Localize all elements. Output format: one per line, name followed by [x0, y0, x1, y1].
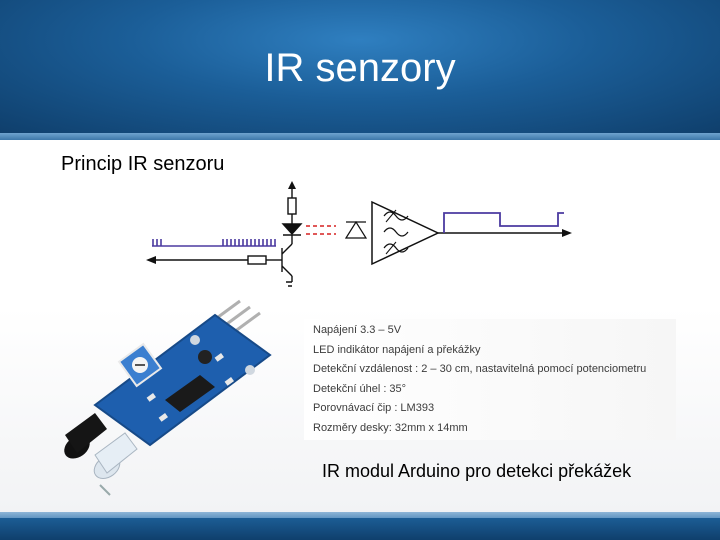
photodiode-icon	[344, 220, 368, 239]
transistor-symbol	[281, 243, 293, 287]
base-drive	[146, 255, 282, 265]
ir-led-emitter-icon	[64, 413, 107, 459]
ir-module-image	[64, 299, 272, 496]
spec-panel: Napájení 3.3 – 5V LED indikátor napájení…	[304, 319, 676, 440]
module-caption: IR modul Arduino pro detekci překážek	[322, 461, 632, 481]
slide-subtitle: Princip IR senzoru	[61, 153, 225, 175]
ir-emission-icon	[306, 225, 336, 235]
spec-power: Napájení 3.3 – 5V	[313, 324, 402, 336]
spec-led-indicator: LED indikátor napájení a překážky	[313, 344, 481, 356]
footer-divider	[0, 512, 720, 518]
ir-led-receiver-icon	[93, 432, 138, 496]
spec-detection-angle: Detekční úhel : 35°	[313, 383, 407, 395]
lm393-chip-icon	[165, 375, 215, 412]
footer-bar	[0, 518, 720, 540]
pcb-board	[93, 313, 272, 447]
ir-circuit-diagram	[146, 181, 572, 287]
smd-components	[146, 350, 234, 422]
potentiometer-icon	[117, 342, 163, 388]
emitter-branch	[281, 181, 303, 244]
title-bar	[0, 0, 720, 133]
spec-detection-distance: Detekční vzdálenost : 2 – 30 cm, nastavi…	[313, 363, 647, 375]
slide-title: IR senzory	[264, 46, 456, 90]
spec-board-dimensions: Rozměry desky: 32mm x 14mm	[313, 422, 468, 434]
title-bar-divider	[0, 133, 720, 140]
amplifier-symbol	[371, 200, 572, 266]
spec-comparator-chip: Porovnávací čip : LM393	[313, 402, 435, 414]
input-pulse-train	[152, 239, 276, 247]
output-square-wave	[443, 212, 564, 233]
